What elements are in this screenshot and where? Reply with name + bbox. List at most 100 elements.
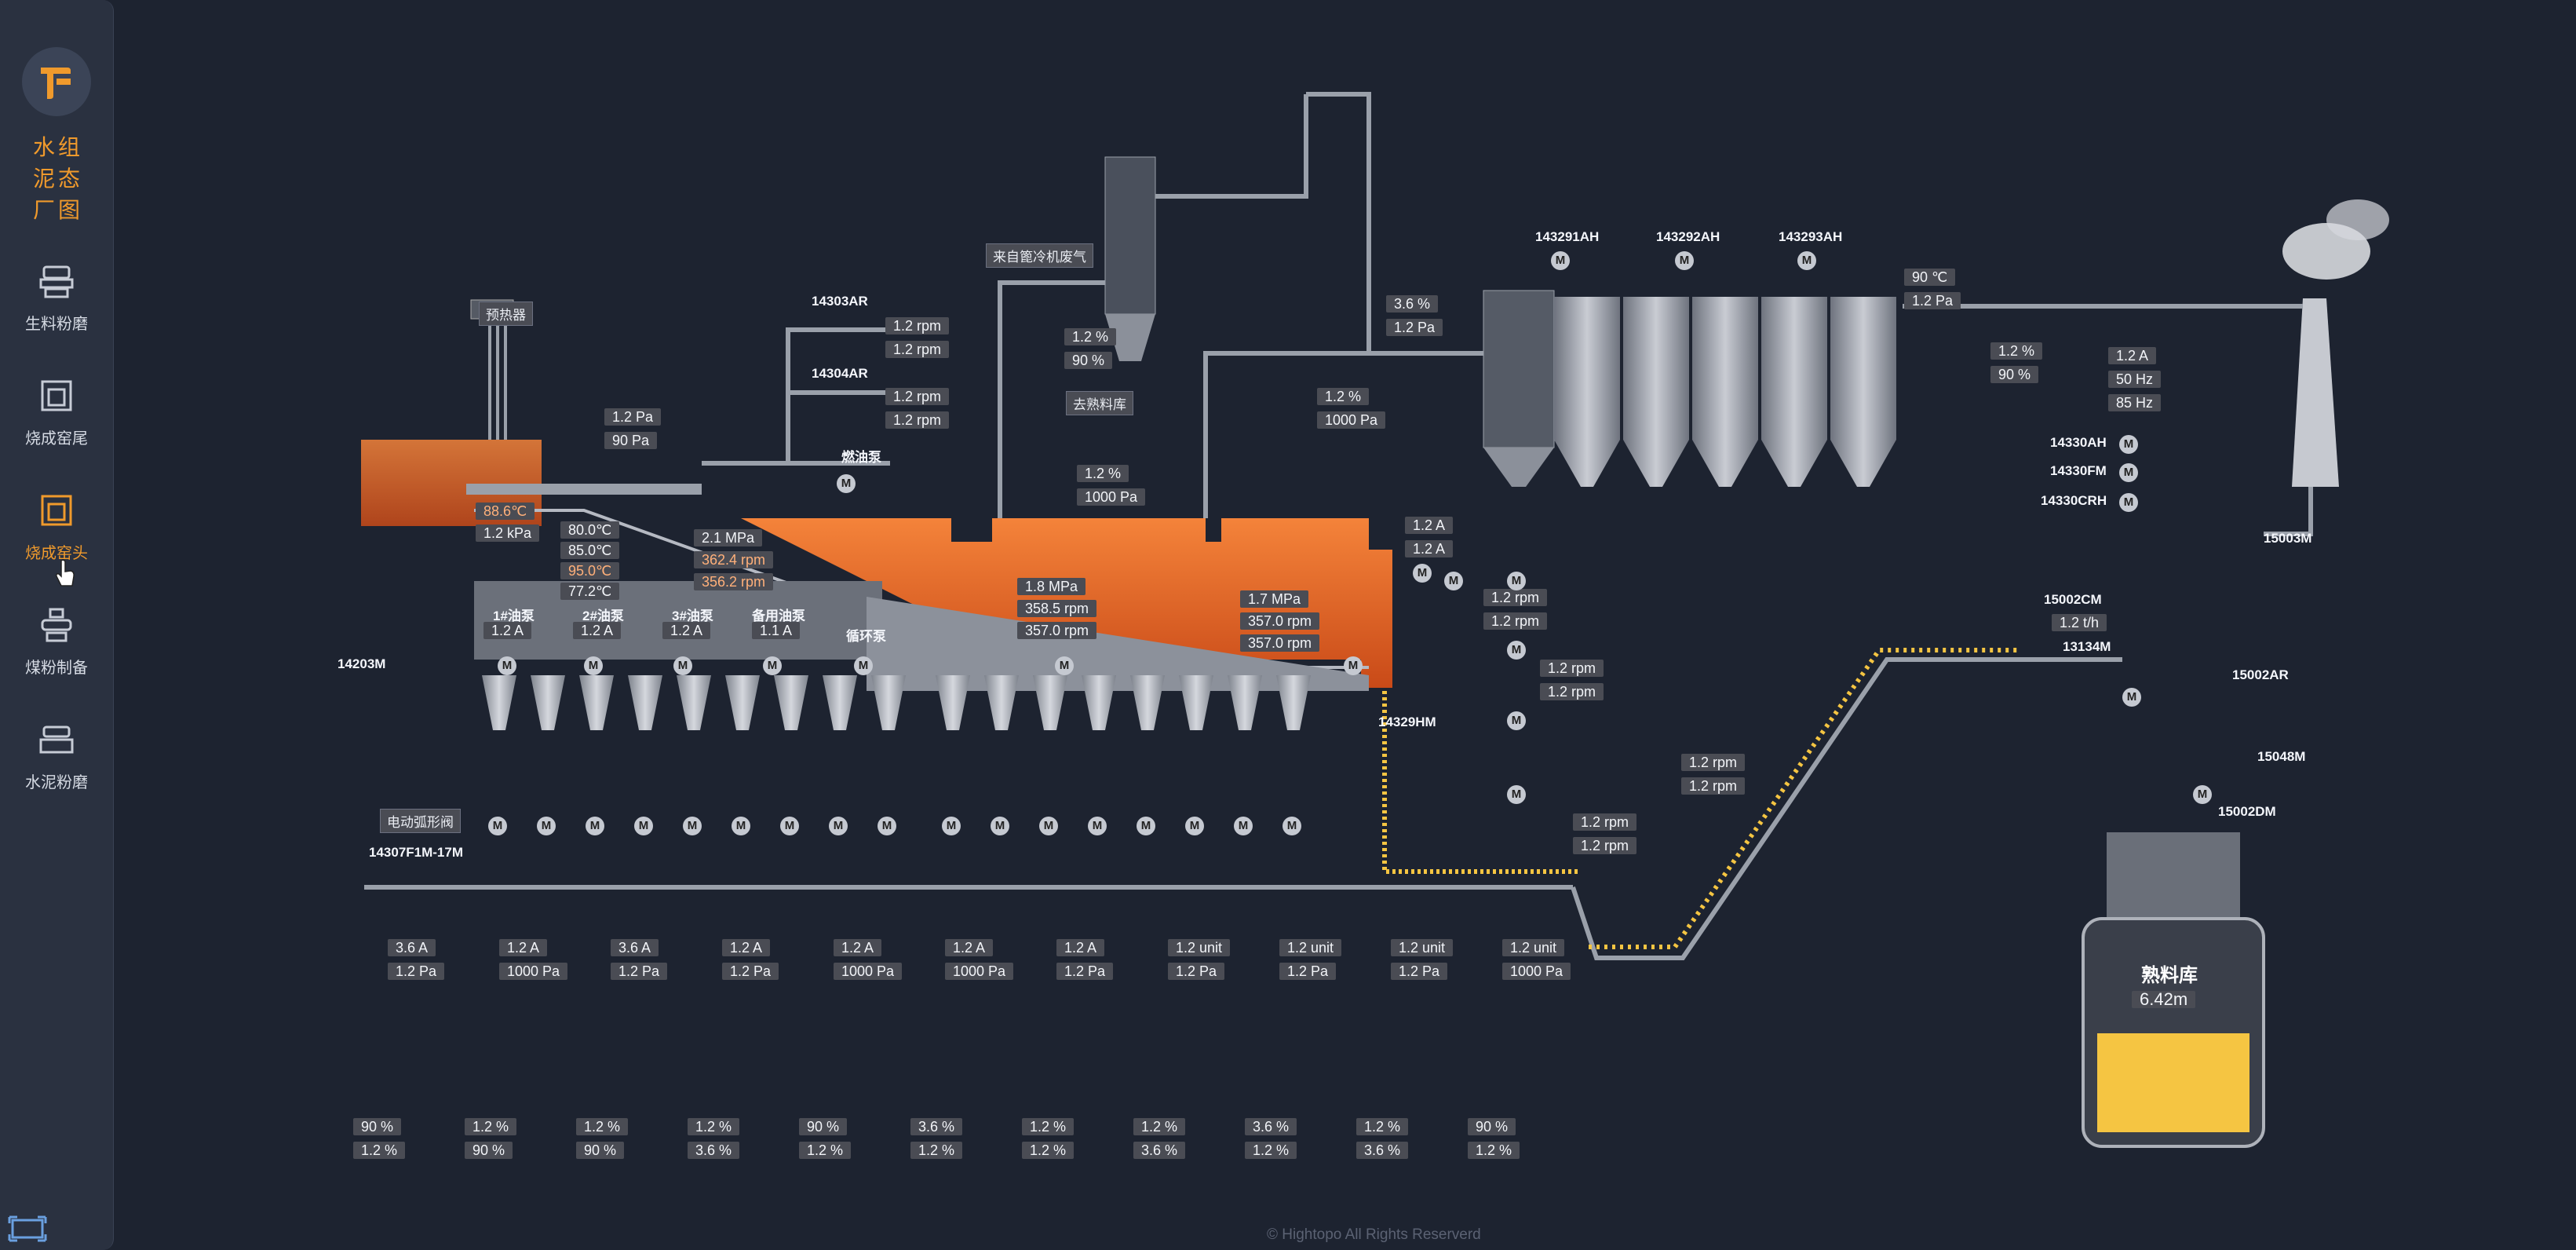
reading: 1.2 Pa (1391, 963, 1448, 980)
motor-icon[interactable]: M (1344, 656, 1363, 675)
reading: 1.2 rpm (885, 388, 950, 405)
motor-icon[interactable]: M (1413, 564, 1432, 583)
motor-icon[interactable]: M (1507, 641, 1526, 660)
motor-icon[interactable]: M (1675, 251, 1694, 270)
pump-label: 3#油泵 (672, 609, 713, 623)
reading: 1000 Pa (834, 963, 903, 980)
exhaust-duct (1155, 92, 1371, 353)
motor-icon[interactable]: M (683, 817, 702, 835)
reading: 362.4 rpm (694, 551, 774, 568)
chimney-smoke (2326, 199, 2389, 240)
reading: 357.0 rpm (1017, 622, 1097, 639)
sidebar-item-label: 烧成窑尾 (25, 430, 88, 448)
pump-label: 循环泵 (846, 629, 886, 644)
hopper (984, 675, 1019, 730)
motor-icon[interactable]: M (942, 817, 961, 835)
hopper (1228, 675, 1262, 730)
reading: 1.2 % (1133, 1118, 1186, 1135)
brand-line: 水组 (32, 135, 83, 159)
sidebar-item-raw-mill[interactable]: 生料粉磨 (0, 262, 113, 356)
pump-room (474, 581, 882, 660)
fullscreen-icon[interactable] (8, 1212, 47, 1244)
sidebar-item-label: 水泥粉磨 (25, 774, 88, 791)
reading: 88.6℃ (476, 503, 535, 520)
reading: 1.2 % (910, 1142, 963, 1159)
reading: 1000 Pa (945, 963, 1014, 980)
coal-prep-icon (41, 608, 72, 642)
motor-icon[interactable]: M (763, 656, 782, 675)
motor-icon[interactable]: M (1507, 785, 1526, 804)
motor-icon[interactable]: M (1444, 572, 1463, 590)
motor-icon[interactable]: M (1039, 817, 1058, 835)
motor-icon[interactable]: M (2119, 493, 2138, 512)
reading: 357.0 rpm (1240, 612, 1320, 630)
motor-icon[interactable]: M (2193, 785, 2212, 804)
motor-icon[interactable]: M (2119, 435, 2138, 454)
diagram-graphics (361, 92, 2389, 1148)
reading: 356.2 rpm (694, 573, 774, 590)
reading: 1.2 rpm (1540, 683, 1604, 700)
incline-conveyor (1571, 657, 2122, 960)
raw-mill-icon (39, 265, 74, 298)
silo (1830, 297, 1896, 487)
reading: 95.0℃ (560, 562, 620, 579)
motor-icon[interactable]: M (1185, 817, 1204, 835)
hopper (725, 675, 760, 730)
sidebar-item-kiln-head[interactable]: 烧成窑头 (0, 492, 113, 586)
motor-icon[interactable]: M (878, 817, 896, 835)
motor-icon[interactable]: M (991, 817, 1009, 835)
reading: 1.2 Pa (604, 408, 662, 426)
motor-icon[interactable]: M (2119, 463, 2138, 482)
motor-icon[interactable]: M (537, 817, 556, 835)
motor-icon[interactable]: M (498, 656, 516, 675)
motor-icon[interactable]: M (1137, 817, 1155, 835)
motor-icon[interactable]: M (837, 474, 856, 493)
bag-filter-cone (1483, 448, 1554, 487)
motor-icon[interactable]: M (1551, 251, 1570, 270)
motor-icon[interactable]: M (584, 656, 603, 675)
reading: 1.2 A (1405, 517, 1454, 534)
sidebar-item-kiln-tail[interactable]: 烧成窑尾 (0, 377, 113, 471)
motor-icon[interactable]: M (1283, 817, 1301, 835)
kiln-head-icon (41, 495, 72, 526)
motor-icon[interactable]: M (780, 817, 799, 835)
motor-icon[interactable]: M (586, 817, 604, 835)
motor-icon[interactable]: M (854, 656, 873, 675)
reading: 1.2 A (483, 622, 532, 639)
reading: 1.2 % (1245, 1142, 1297, 1159)
sidebar-item-cement-mill[interactable]: 水泥粉磨 (0, 721, 113, 815)
reading: 1.2 % (1468, 1142, 1520, 1159)
tower-cone (1105, 314, 1155, 361)
motor-icon[interactable]: M (829, 817, 848, 835)
motor-icon[interactable]: M (673, 656, 692, 675)
sidebar-item-label: 烧成窑头 (25, 545, 88, 562)
reading: 90 ℃ (1904, 269, 1956, 286)
hopper (482, 675, 516, 730)
motor-icon[interactable]: M (488, 817, 507, 835)
equipment-id: 15002CM (2044, 592, 2102, 607)
motor-icon[interactable]: M (2122, 688, 2141, 707)
motor-icon[interactable]: M (1088, 817, 1107, 835)
motor-icon[interactable]: M (634, 817, 653, 835)
motor-icon[interactable]: M (1055, 656, 1074, 675)
reading: 3.6 % (1356, 1142, 1409, 1159)
motor-icon[interactable]: M (1234, 817, 1253, 835)
equipment-id: 15002AR (2232, 667, 2289, 682)
equipment-id: 14203M (338, 656, 386, 671)
app-logo[interactable] (22, 47, 91, 116)
pump-label: 1#油泵 (493, 609, 535, 623)
motor-icon[interactable]: M (732, 817, 750, 835)
process-diagram: 预热器 来自篦冷机废气 去熟料库 电动弧形阀 14303AR 14304AR 燃… (113, 0, 2576, 1250)
equipment-id: 143293AH (1779, 229, 1843, 244)
reading: 3.6 A (611, 939, 659, 956)
sidebar-item-coal-prep[interactable]: 煤粉制备 (0, 606, 113, 700)
equipment-id: 13134M (2063, 639, 2111, 654)
pump-label: 2#油泵 (582, 609, 624, 623)
equipment-id: 143292AH (1656, 229, 1720, 244)
motor-icon[interactable]: M (1507, 711, 1526, 730)
reading: 1000 Pa (1502, 963, 1571, 980)
reading: 1.2 % (1317, 388, 1370, 405)
motor-icon[interactable]: M (1507, 572, 1526, 590)
motor-icon[interactable]: M (1797, 251, 1816, 270)
material-flow (1589, 648, 2020, 949)
